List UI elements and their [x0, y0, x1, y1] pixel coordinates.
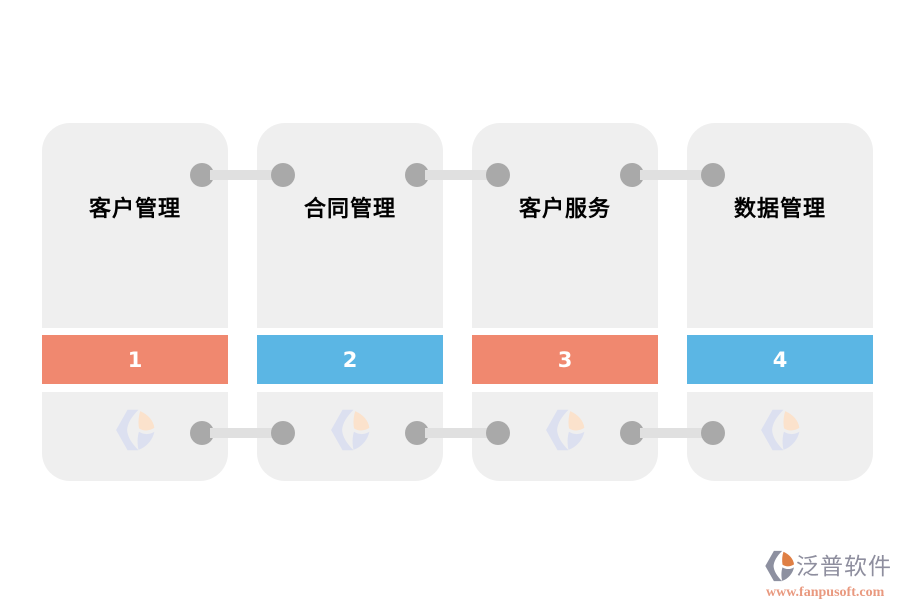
step-card-body: 数据管理 [687, 123, 873, 328]
step-card-body: 客户服务 [472, 123, 658, 328]
step-card-body: 合同管理 [257, 123, 443, 328]
fanpu-logo-watermark-icon [546, 409, 585, 451]
connector-line [640, 428, 705, 438]
connector-line [425, 170, 490, 180]
step-number: 4 [772, 347, 788, 372]
step-label: 合同管理 [303, 196, 396, 221]
connector-dot [486, 421, 510, 445]
step-number-bar: 1 [42, 335, 228, 384]
connector-dot [271, 163, 295, 187]
connector-dot [701, 421, 725, 445]
connector-top-2 [405, 163, 510, 187]
step-label: 客户服务 [518, 196, 611, 221]
step-label: 数据管理 [733, 196, 826, 221]
fanpu-logo-watermark-icon [761, 409, 800, 451]
connector-top-3 [620, 163, 725, 187]
step-number-bar: 2 [257, 335, 443, 384]
connector-bottom-1 [190, 421, 295, 445]
step-card-body: 客户管理 [42, 123, 228, 328]
connector-line [640, 170, 705, 180]
connector-dot [701, 163, 725, 187]
step-number: 1 [127, 347, 143, 372]
connector-dot [486, 163, 510, 187]
step-number: 3 [557, 347, 573, 372]
connector-bottom-3 [620, 421, 725, 445]
connector-dot [271, 421, 295, 445]
watermark-url-text: www.fanpusoft.com [766, 585, 885, 600]
connector-line [425, 428, 490, 438]
step-number-bar: 4 [687, 335, 873, 384]
step-number: 2 [342, 347, 358, 372]
connector-bottom-2 [405, 421, 510, 445]
connector-line [210, 170, 275, 180]
connector-line [210, 428, 275, 438]
watermark-brand-text: 泛普软件 [796, 553, 892, 579]
step-number-bar: 3 [472, 335, 658, 384]
connector-top-1 [190, 163, 295, 187]
fanpu-logo-icon [765, 550, 795, 582]
fanpu-logo-watermark-icon [331, 409, 370, 451]
fanpu-logo-watermark-icon [116, 409, 155, 451]
step-label: 客户管理 [88, 196, 181, 221]
step-card-customer-management: 客户管理 1 [42, 123, 228, 481]
site-watermark: 泛普软件 www.fanpusoft.com [763, 548, 900, 600]
